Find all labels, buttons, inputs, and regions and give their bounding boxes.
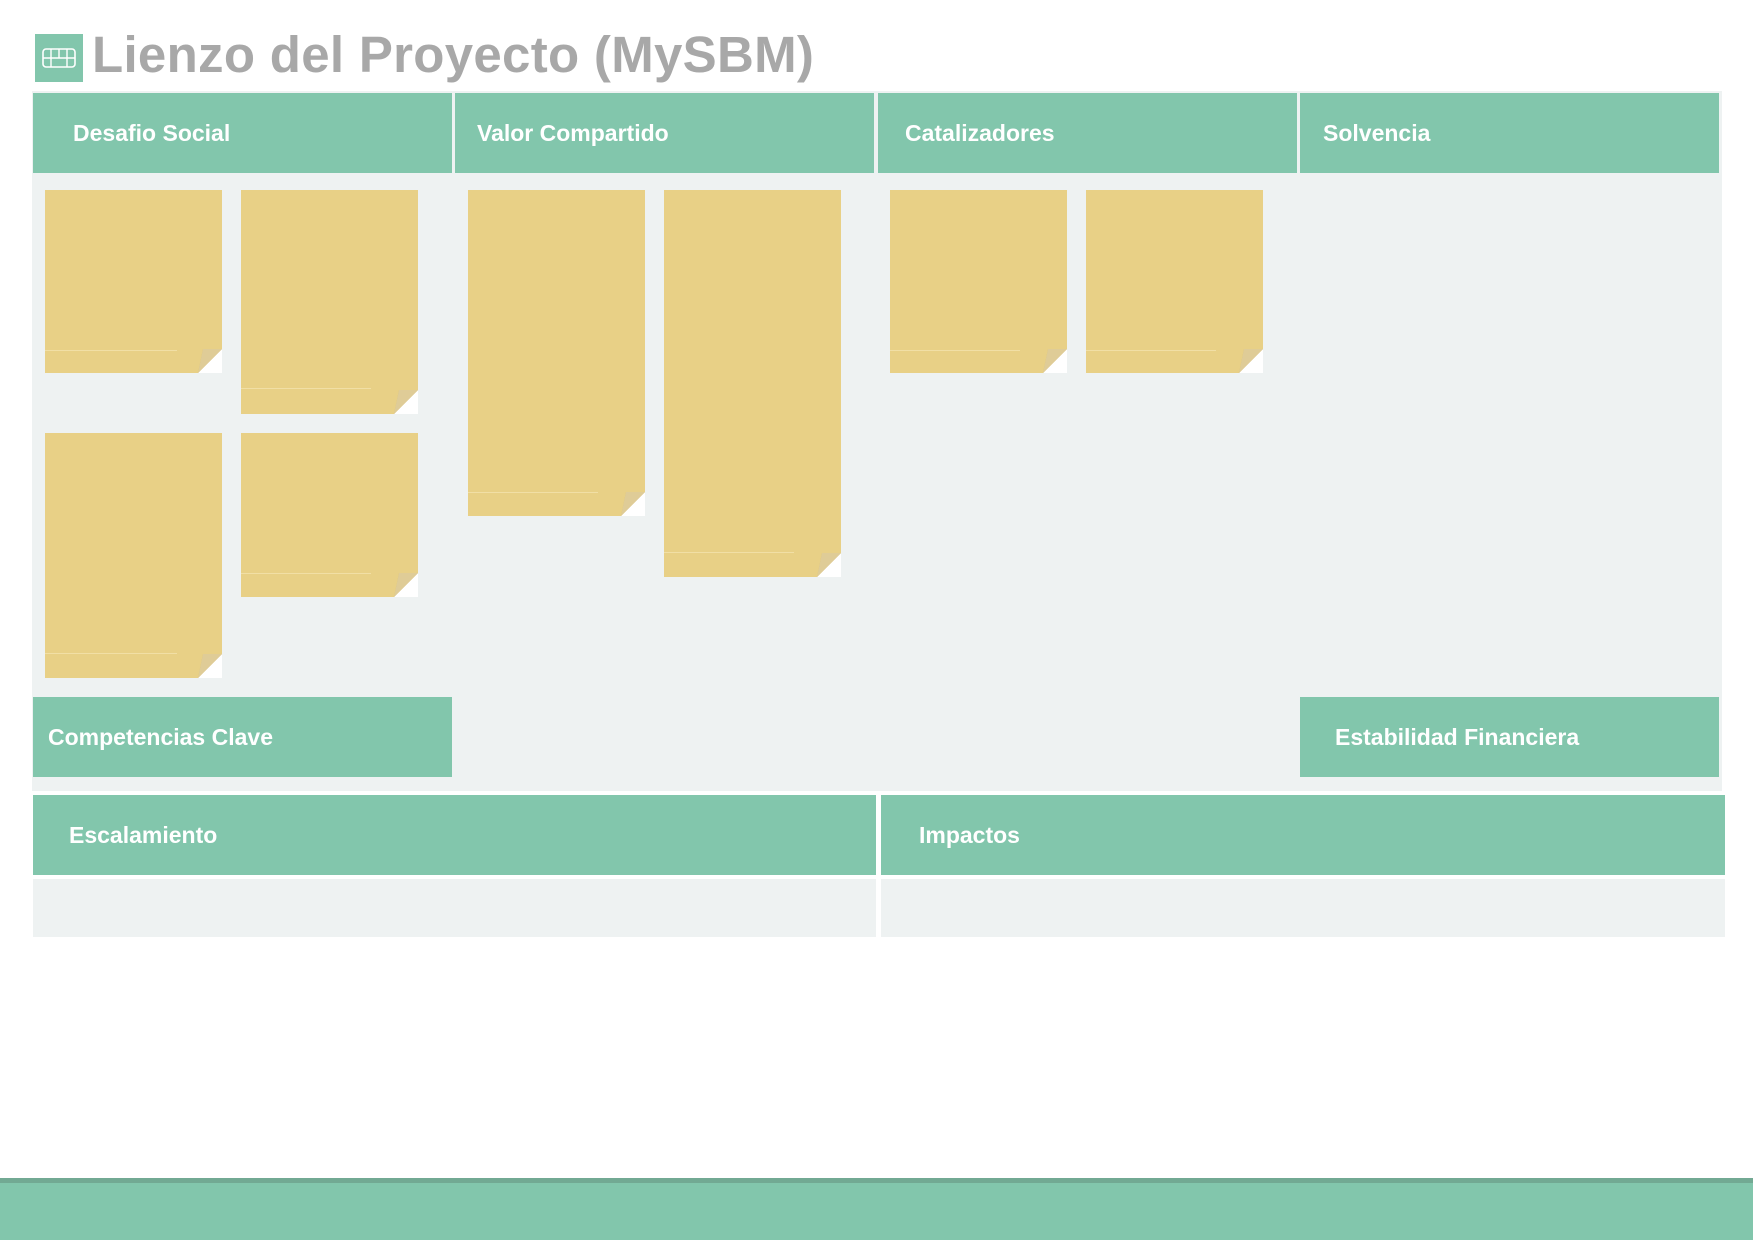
page-curl-icon [1043, 349, 1067, 373]
block-header-solvencia: Solvencia [1300, 93, 1719, 173]
block-title: Desafio Social [73, 119, 231, 146]
block-header-valor-compartido: Valor Compartido [455, 93, 874, 173]
block-title: Valor Compartido [477, 119, 669, 146]
block-title: Impactos [919, 821, 1020, 848]
block-header-catalizadores: Catalizadores [878, 93, 1297, 173]
page-curl-icon [198, 654, 222, 678]
sticky-note[interactable] [664, 190, 841, 577]
block-header-escalamiento: Escalamiento [33, 795, 876, 875]
sticky-note[interactable] [241, 190, 418, 414]
sticky-note[interactable] [468, 190, 645, 516]
page-curl-icon [394, 573, 418, 597]
sticky-note[interactable] [1086, 190, 1263, 373]
block-panel-escalamiento[interactable] [33, 879, 876, 937]
block-title: Solvencia [1323, 119, 1431, 146]
sticky-note[interactable] [45, 190, 222, 373]
canvas-grid-icon [42, 48, 76, 68]
block-title: Competencias Clave [48, 723, 273, 750]
block-header-estabilidad-financiera: Estabilidad Financiera [1300, 697, 1719, 777]
block-header-desafio-social: Desafio Social [33, 93, 452, 173]
page-curl-icon [621, 492, 645, 516]
block-header-competencias-clave: Competencias Clave [33, 697, 452, 777]
footer-bar [0, 1183, 1753, 1240]
canvas-logo-icon [35, 34, 83, 82]
page-curl-icon [1239, 349, 1263, 373]
block-title: Catalizadores [905, 119, 1055, 146]
sticky-note[interactable] [890, 190, 1067, 373]
page-curl-icon [394, 390, 418, 414]
page-title: Lienzo del Proyecto (MySBM) [92, 26, 815, 83]
footer-divider [0, 1178, 1753, 1183]
page-curl-icon [198, 349, 222, 373]
block-panel-impactos[interactable] [881, 879, 1725, 937]
block-title: Estabilidad Financiera [1335, 723, 1580, 750]
page-curl-icon [817, 553, 841, 577]
sticky-note[interactable] [45, 433, 222, 678]
sticky-note[interactable] [241, 433, 418, 597]
block-header-impactos: Impactos [881, 795, 1725, 875]
block-title: Escalamiento [69, 821, 218, 848]
